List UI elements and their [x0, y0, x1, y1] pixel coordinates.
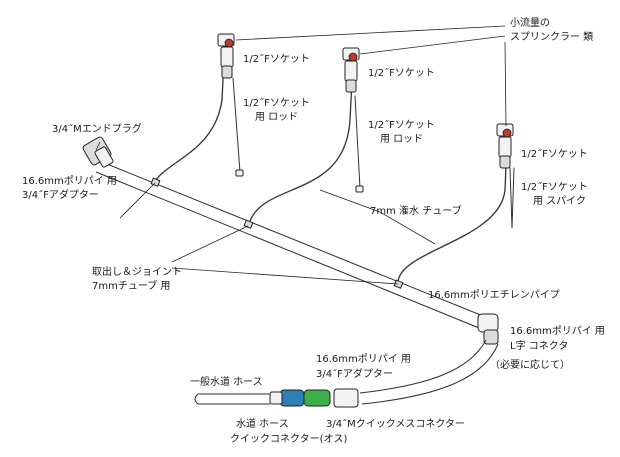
label-socket-rod-1b: 用 ロッド [255, 112, 298, 123]
labels: 小流量の スプリンクラー 類 1/2˝Fソケット 1/2˝Fソケット 1/2˝F… [22, 16, 605, 445]
label-end-plug: 3/4˝Mエンドプラグ [52, 122, 142, 135]
label-poly-pipe: 16.6mmポリエチレンパイプ [428, 289, 560, 301]
sprinkler-1-icon [217, 33, 235, 79]
hose-quick-connector-icon [279, 389, 305, 407]
leader-lines [95, 25, 507, 285]
bottom-fittings [269, 388, 359, 408]
label-tee-joint-a: 取出し＆ジョイント [92, 265, 182, 278]
label-elbow-a: 16.6mmポリパイ 用 [510, 325, 605, 337]
label-socket-rod-1a: 1/2˝Fソケット [243, 97, 310, 109]
label-pipe-adapter-top-b: 3/4˝Fアダプター [22, 188, 99, 201]
label-socket-2: 1/2˝Fソケット [368, 67, 435, 79]
label-pipe-adapter-top-a: 16.6mmポリパイ 用 [22, 175, 117, 187]
label-socket-spike-b: 用 スパイク [533, 195, 586, 207]
label-socket-1: 1/2˝Fソケット [243, 53, 310, 65]
label-elbow-c: （必要に応じて） [490, 358, 570, 371]
label-watering-tube: 7mm 潅水 チューブ [370, 204, 462, 217]
female-quick-connector-icon [303, 389, 331, 407]
label-pipe-adapter-bottom-b: 3/4˝Fアダプター [316, 367, 393, 380]
elbow-connector-icon [477, 313, 499, 345]
tee-joints [150, 177, 404, 289]
label-hose-quick-connector-b: クイックコネクター(オス) [230, 433, 348, 445]
label-hose-quick-connector-a: 水道 ホース [236, 417, 289, 430]
stakes [232, 77, 515, 229]
label-socket-rod-2a: 1/2˝Fソケット [368, 119, 435, 131]
watering-tubes [154, 59, 507, 283]
garden-hose [194, 393, 270, 405]
poly-pipe-lower [359, 339, 499, 405]
pipe-adapter-bottom-icon [333, 388, 359, 408]
label-elbow-b: L字 コネクタ [510, 339, 568, 352]
sprinkler-2-icon [342, 47, 360, 93]
label-tee-joint-b: 7mmチューブ 用 [92, 279, 170, 292]
label-small-sprinklers-1: 小流量の [510, 16, 550, 29]
label-garden-hose: 一般水道 ホース [190, 375, 263, 388]
label-socket-rod-2b: 用 ロッド [380, 134, 423, 145]
label-socket-spike-a: 1/2˝Fソケット [521, 181, 588, 193]
label-small-sprinklers-2: スプリンクラー 類 [510, 31, 593, 43]
sprinkler-3-icon [496, 123, 514, 169]
poly-pipe [95, 161, 489, 331]
label-pipe-adapter-bottom-a: 16.6mmポリパイ 用 [316, 353, 411, 365]
label-socket-3: 1/2˝Fソケット [521, 148, 588, 160]
end-plug-icon [82, 136, 114, 168]
label-female-quick-connector: 3/4˝Mクイックメスコネクター [326, 418, 465, 430]
